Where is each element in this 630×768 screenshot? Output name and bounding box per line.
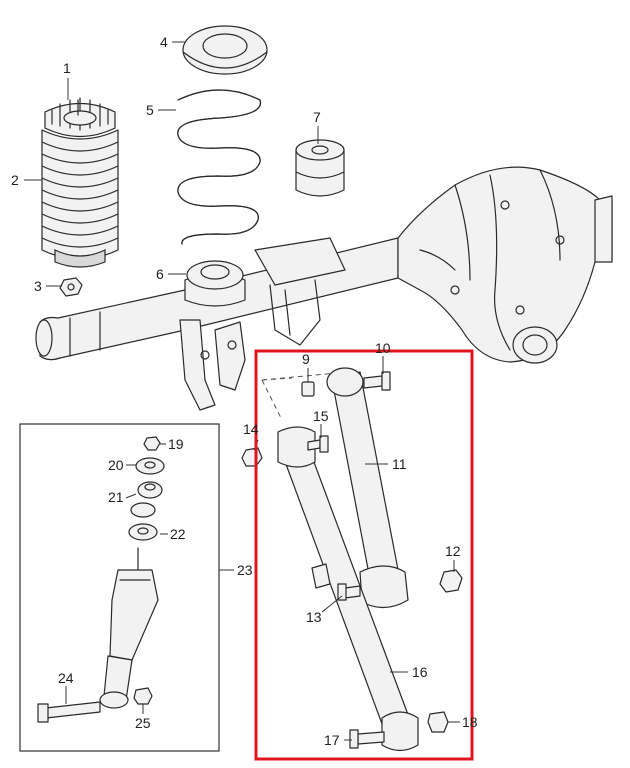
spring-seat [186,260,244,290]
callout-19: 19 [168,436,184,452]
callout-3: 3 [34,278,42,294]
callout-24: 24 [58,670,74,686]
upper-control-arm [326,367,409,609]
part-3-nut [59,277,83,297]
jounce-bumper [295,139,345,197]
callout-10: 10 [375,340,391,356]
callout-22: 22 [170,526,186,542]
callout-6: 6 [156,266,164,282]
callout-11: 11 [392,456,407,472]
callout-1: 1 [63,60,71,76]
callout-16: 16 [412,664,428,680]
coil-spring [177,89,262,245]
callout-17: 17 [324,732,340,748]
shock-absorber-parts [37,436,165,723]
upper-mount [44,97,116,137]
callout-4: 4 [160,34,168,50]
callout-21: 21 [108,489,124,505]
callout-7: 7 [313,109,321,125]
callout-5: 5 [146,102,154,118]
callout-15: 15 [313,408,329,424]
callout-14: 14 [243,421,259,437]
dashed-reference-lines [261,371,349,421]
shock-absorber-kit-box [19,423,220,752]
callout-13: 13 [306,609,322,625]
callout-23: 23 [237,562,253,578]
spring-isolator [182,25,268,75]
rear-axle-housing [35,166,613,411]
callout-9: 9 [302,351,310,367]
callout-18: 18 [462,714,478,730]
callout-20: 20 [108,457,124,473]
air-spring-bellows [41,129,119,268]
leader-lines [24,41,460,741]
callout-25: 25 [135,715,151,731]
callout-12: 12 [445,543,461,559]
callout-2: 2 [11,172,19,188]
highlighted-control-arm-group [254,349,474,761]
callout-labels: 1 2 3 4 5 6 7 9 10 11 12 13 14 15 16 17 … [11,34,478,748]
